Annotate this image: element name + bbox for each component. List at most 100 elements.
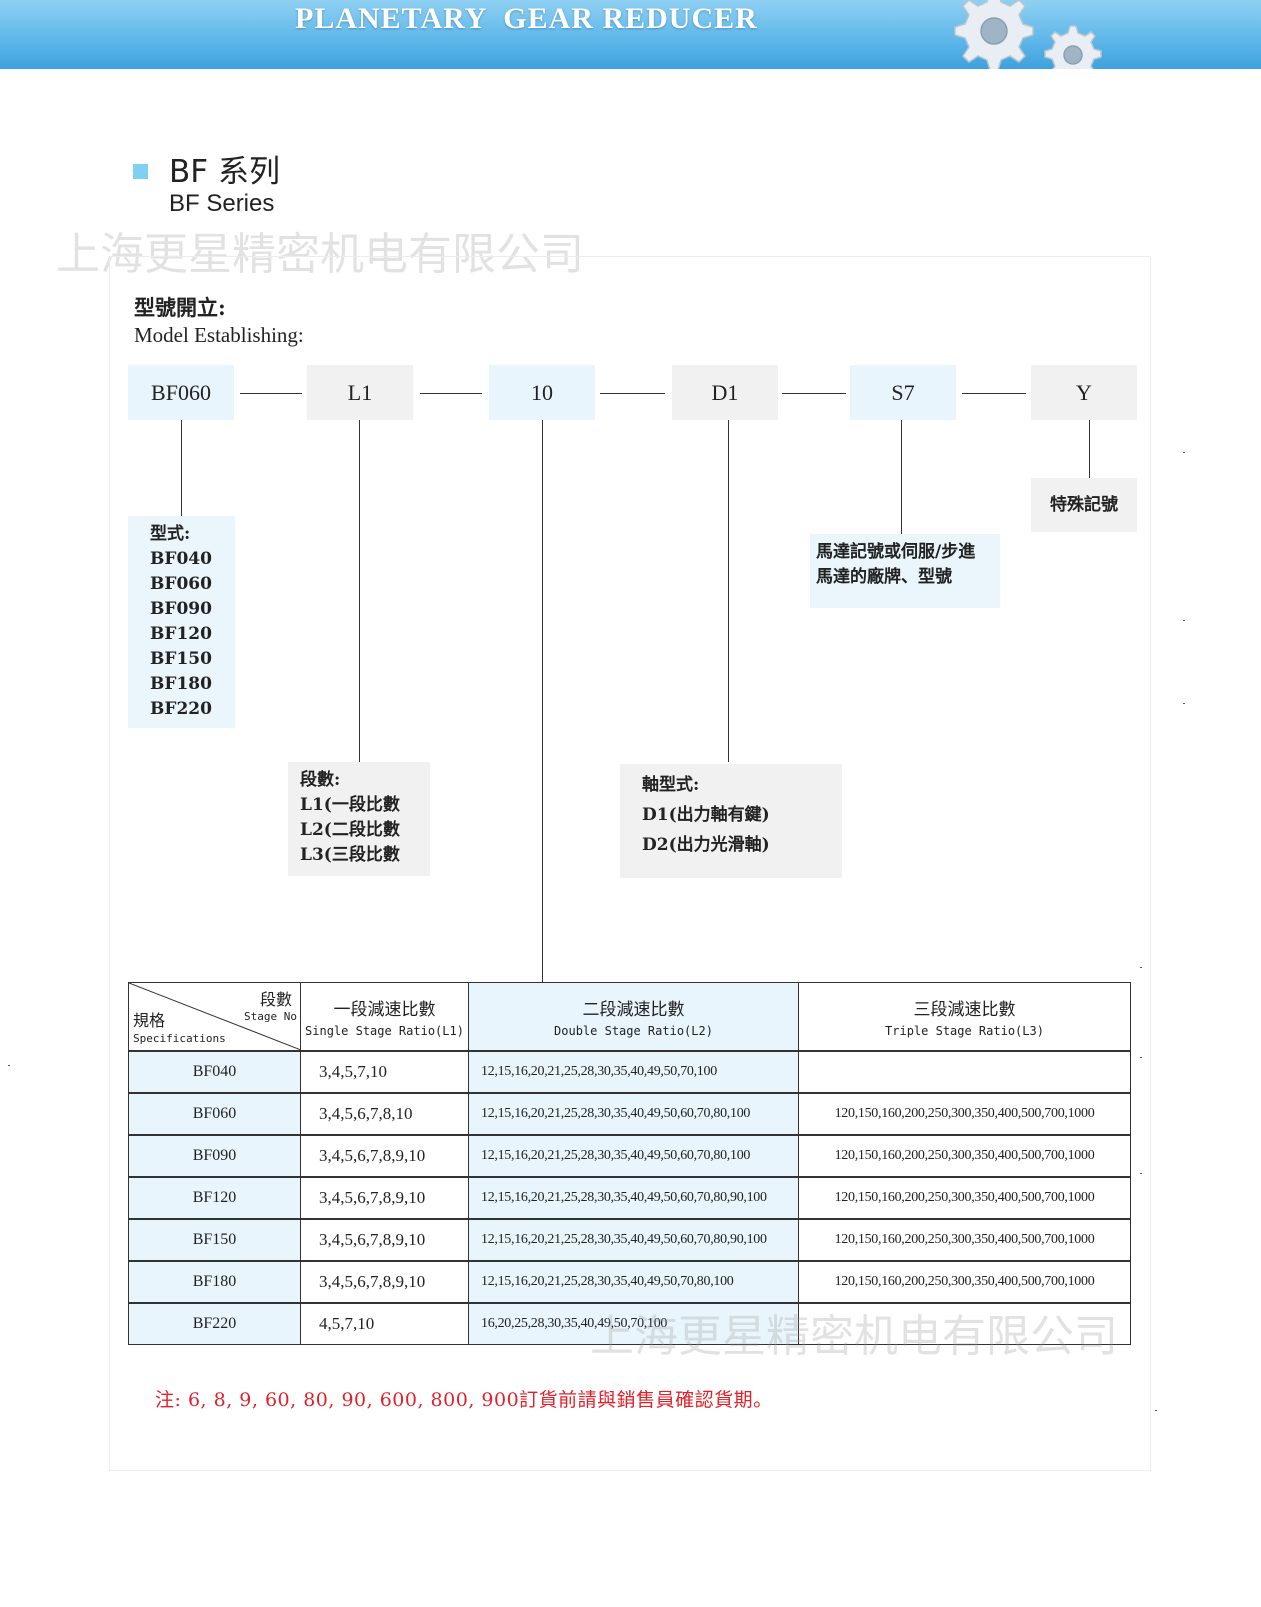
code-box-stage: L1: [307, 365, 413, 420]
legend-stage-title: 段數:: [300, 770, 341, 790]
table-corner-cell: 段數 Stage No 規格 Specifications: [128, 982, 301, 1052]
header-triple-cn: 三段減速比數: [913, 1000, 1016, 1020]
order-note: 注: 6, 8, 9, 60, 80, 90, 600, 800, 900訂貨前…: [155, 1389, 773, 1411]
cell-double: 12,15,16,20,21,25,28,30,35,40,49,50,60,7…: [468, 1176, 799, 1220]
legend-shaft: 軸型式: D1(出力軸有鍵) D2(出力光滑軸): [620, 764, 842, 878]
cell-spec: BF220: [128, 1302, 301, 1345]
cell-double: 16,20,25,28,30,35,40,49,50,70,100: [468, 1302, 799, 1345]
dash-connector: [962, 393, 1026, 394]
cell-single: 3,4,5,6,7,8,9,10: [300, 1218, 469, 1262]
legend-special: 特殊記號: [1031, 478, 1137, 532]
code-box-motor: S7: [850, 365, 956, 420]
header-single-stage: 一段減速比數 Single Stage Ratio(L1): [300, 982, 469, 1052]
legend-shaft-title: 軸型式:: [642, 775, 700, 795]
leader-line-motor: [901, 420, 902, 534]
gears-icon: [954, 0, 1102, 69]
legend-type-item: BF180: [150, 674, 212, 694]
legend-stage-item: L2(二段比數: [300, 820, 400, 840]
margin-dot: [1140, 967, 1142, 968]
table-row: BF040 3,4,5,7,10 12,15,16,20,21,25,28,30…: [128, 1050, 1131, 1094]
margin-dot: [1140, 1173, 1142, 1174]
series-title-cn: BF 系列: [169, 154, 280, 190]
model-heading-cn: 型號開立:: [134, 295, 226, 320]
table-row: BF150 3,4,5,6,7,8,9,10 12,15,16,20,21,25…: [128, 1218, 1131, 1262]
cell-spec: BF060: [128, 1092, 301, 1136]
legend-stage-item: L1(一段比數: [300, 795, 400, 815]
margin-dot: [1183, 703, 1185, 704]
leader-line-stage: [359, 420, 360, 762]
cell-triple: 120,150,160,200,250,300,350,400,500,700,…: [798, 1218, 1131, 1262]
header-banner: PLANETARY GEAR REDUCER: [0, 0, 1261, 69]
table-row: BF180 3,4,5,6,7,8,9,10 12,15,16,20,21,25…: [128, 1260, 1131, 1304]
margin-dot: [8, 1065, 10, 1066]
corner-stage-cn: 段數: [259, 990, 292, 1009]
legend-shaft-item: D1(出力軸有鍵): [642, 805, 770, 825]
legend-type: 型式: BF040 BF060 BF090 BF120 BF150 BF180 …: [128, 516, 235, 728]
cell-single: 3,4,5,6,7,8,9,10: [300, 1176, 469, 1220]
corner-stage-en: Stage No: [244, 1010, 297, 1023]
content-frame: [109, 256, 1151, 1471]
header-single-en: Single Stage Ratio(L1): [305, 1024, 464, 1038]
model-heading-en: Model Establishing:: [134, 323, 304, 347]
leader-line-ratio: [542, 420, 543, 982]
legend-type-item: BF090: [150, 599, 212, 619]
cell-spec: BF120: [128, 1176, 301, 1220]
legend-motor-line: 馬達記號或伺服/步進: [816, 542, 976, 562]
cell-triple: 120,150,160,200,250,300,350,400,500,700,…: [798, 1092, 1131, 1136]
legend-type-item: BF060: [150, 574, 212, 594]
ratio-table: 段數 Stage No 規格 Specifications 一段減速比數 Sin…: [128, 982, 1131, 1345]
corner-spec-cn: 規格: [133, 1011, 166, 1030]
margin-dot: [1155, 1410, 1157, 1411]
cell-single: 3,4,5,6,7,8,9,10: [300, 1134, 469, 1178]
code-box-type: BF060: [128, 365, 234, 420]
dash-connector: [420, 393, 482, 394]
cell-spec: BF040: [128, 1050, 301, 1094]
legend-stage: 段數: L1(一段比數 L2(二段比數 L3(三段比數: [288, 762, 430, 876]
cell-triple: 120,150,160,200,250,300,350,400,500,700,…: [798, 1260, 1131, 1304]
cell-triple: 120,150,160,200,250,300,350,400,500,700,…: [798, 1134, 1131, 1178]
table-row: BF060 3,4,5,6,7,8,10 12,15,16,20,21,25,2…: [128, 1092, 1131, 1136]
cell-double: 12,15,16,20,21,25,28,30,35,40,49,50,60,7…: [468, 1134, 799, 1178]
cell-triple: [798, 1302, 1131, 1345]
margin-dot: [1140, 1057, 1142, 1058]
cell-single: 3,4,5,7,10: [300, 1050, 469, 1094]
header-triple-stage: 三段減速比數 Triple Stage Ratio(L3): [798, 982, 1131, 1052]
cell-double: 12,15,16,20,21,25,28,30,35,40,49,50,60,7…: [468, 1218, 799, 1262]
cell-spec: BF180: [128, 1260, 301, 1304]
cell-double: 12,15,16,20,21,25,28,30,35,40,49,50,70,1…: [468, 1050, 799, 1094]
cell-spec: BF150: [128, 1218, 301, 1262]
header-double-en: Double Stage Ratio(L2): [554, 1024, 713, 1038]
table-row: BF220 4,5,7,10 16,20,25,28,30,35,40,49,5…: [128, 1302, 1131, 1345]
banner-title: PLANETARY GEAR REDUCER: [295, 2, 758, 35]
dash-connector: [240, 393, 302, 394]
series-bullet: [133, 164, 148, 179]
cell-triple: [798, 1050, 1131, 1094]
dash-connector: [782, 393, 846, 394]
diagonal-divider: [129, 983, 301, 1050]
legend-type-item: BF220: [150, 699, 212, 719]
series-title-en: BF Series: [169, 190, 275, 217]
header-single-cn: 一段減速比數: [333, 1000, 436, 1020]
leader-line-type: [181, 420, 182, 516]
cell-single: 4,5,7,10: [300, 1302, 469, 1345]
margin-dot: [1183, 620, 1185, 621]
legend-type-item: BF150: [150, 649, 212, 669]
legend-special-label: 特殊記號: [1050, 494, 1118, 515]
cell-single: 3,4,5,6,7,8,10: [300, 1092, 469, 1136]
watermark: 上海更星精密机电有限公司: [56, 229, 584, 280]
legend-stage-item: L3(三段比數: [300, 845, 400, 865]
legend-type-item: BF040: [150, 549, 212, 569]
legend-type-title: 型式:: [150, 524, 191, 544]
legend-type-item: BF120: [150, 624, 212, 644]
header-double-stage: 二段減速比數 Double Stage Ratio(L2): [468, 982, 799, 1052]
leader-line-shaft: [728, 420, 729, 762]
leader-line-special: [1089, 420, 1090, 478]
legend-shaft-item: D2(出力光滑軸): [642, 835, 770, 855]
legend-motor-line: 馬達的廠牌、型號: [816, 567, 952, 587]
corner-spec-en: Specifications: [133, 1032, 226, 1045]
margin-dot: [1183, 452, 1185, 453]
table-row: BF090 3,4,5,6,7,8,9,10 12,15,16,20,21,25…: [128, 1134, 1131, 1178]
watermark: 上海更星精密机电有限公司: [590, 1311, 1118, 1362]
cell-double: 12,15,16,20,21,25,28,30,35,40,49,50,60,7…: [468, 1092, 799, 1136]
legend-motor: 馬達記號或伺服/步進 馬達的廠牌、型號: [810, 534, 1000, 608]
